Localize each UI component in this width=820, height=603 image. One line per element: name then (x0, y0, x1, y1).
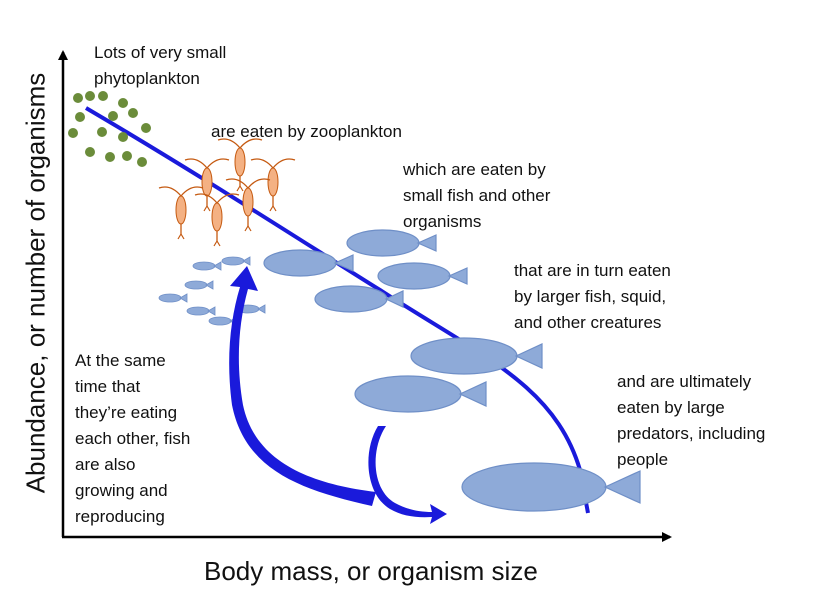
caption-line: reproducing (75, 507, 165, 526)
phytoplankton-dot (137, 157, 147, 167)
small-fish-caption: which are eaten by small fish and other … (403, 157, 550, 235)
large-fish (354, 375, 487, 413)
caption-line: each other, fish (75, 429, 191, 448)
phytoplankton-dot (141, 123, 151, 133)
phytoplankton-cluster (68, 91, 151, 167)
caption-line: by larger fish, squid, (514, 287, 667, 306)
x-axis-title: Body mass, or organism size (204, 556, 538, 586)
large-fish (410, 337, 543, 375)
caption-line: are eaten by zooplankton (211, 122, 402, 141)
zooplankton-caption: are eaten by zooplankton (211, 119, 402, 145)
growing-caption: At the same time that they’re eating eac… (75, 348, 190, 530)
phytoplankton-dot (98, 91, 108, 101)
caption-line: phytoplankton (94, 69, 200, 88)
medium-fish (346, 229, 437, 257)
caption-line: Lots of very small (94, 43, 227, 62)
zooplankton (217, 138, 263, 192)
tiny-fish (158, 293, 188, 303)
caption-line: At the same (75, 351, 166, 370)
small-fish-school (158, 256, 266, 326)
phytoplankton-dot (73, 93, 83, 103)
phytoplankton-dot (128, 108, 138, 118)
phytoplankton-dot (105, 152, 115, 162)
tiny-fish (186, 306, 216, 316)
fish-group (263, 229, 641, 512)
caption-line: which are eaten by (403, 160, 546, 179)
phytoplankton-caption: Lots of very small phytoplankton (94, 40, 226, 92)
phytoplankton-dot (118, 132, 128, 142)
caption-line: and other creatures (514, 313, 662, 332)
phytoplankton-dot (118, 98, 128, 108)
phytoplankton-dot (85, 91, 95, 101)
growth-arrow-large (229, 266, 376, 506)
caption-line: eaten by large (617, 398, 725, 417)
zooplankton (194, 193, 240, 247)
caption-line: are also (75, 455, 136, 474)
caption-line: they’re eating (75, 403, 178, 422)
caption-line: and are ultimately (617, 372, 752, 391)
y-axis-title: Abundance, or number of organisms (20, 72, 51, 494)
tiny-fish (192, 261, 222, 271)
medium-fish (377, 262, 468, 290)
zooplankton (184, 158, 230, 212)
trend-line (84, 106, 590, 514)
tiny-fish (221, 256, 251, 266)
phytoplankton-dot (75, 112, 85, 122)
phytoplankton-dot (122, 151, 132, 161)
caption-line: time that (75, 377, 141, 396)
zooplankton (225, 178, 271, 232)
phytoplankton-dot (97, 127, 107, 137)
caption-line: small fish and other (403, 186, 551, 205)
medium-fish (314, 285, 404, 313)
larger-fish-caption: that are in turn eaten by larger fish, s… (514, 258, 671, 336)
medium-fish (263, 249, 354, 277)
phytoplankton-dot (85, 147, 95, 157)
largest-fish (461, 462, 641, 512)
tiny-fish (184, 280, 214, 290)
phytoplankton-dot (108, 111, 118, 121)
caption-line: people (617, 450, 669, 469)
caption-line: predators, including (617, 424, 766, 443)
zooplankton (250, 158, 296, 212)
caption-line: growing and (75, 481, 168, 500)
growth-arrow-small (368, 426, 447, 524)
predators-caption: and are ultimately eaten by large predat… (617, 369, 765, 473)
phytoplankton-dot (68, 128, 78, 138)
caption-line: that are in turn eaten (514, 261, 671, 280)
caption-line: organisms (403, 212, 482, 231)
